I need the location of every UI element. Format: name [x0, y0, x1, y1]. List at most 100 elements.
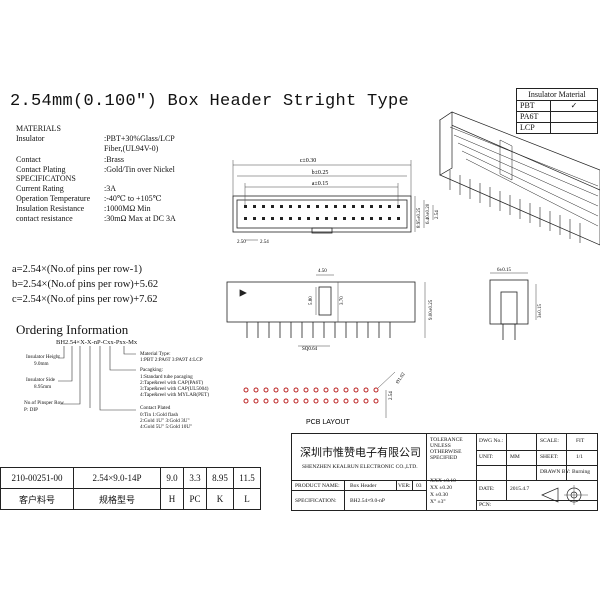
dim-580: 5.80	[309, 296, 314, 305]
ordering-note: Pacagking:	[140, 367, 164, 373]
drawn-label: DRAWN BY:	[540, 469, 571, 475]
tolerance-row: X° ±3°	[430, 499, 446, 505]
spec-value: :30mΩ Max at DC 3A	[104, 214, 176, 223]
material-row-lcp: LCP	[517, 123, 597, 133]
tolerance-values: XXX ±0.10 XX ±0.20 X ±0.30 X° ±3°	[430, 478, 456, 506]
drawing-title: 2.54mm(0.100″) Box Header Stright Type	[10, 92, 410, 111]
table-row: 客户料号 规格型号 H PC K L	[0, 488, 261, 510]
ordering-note: Insulator Side	[26, 377, 55, 383]
dim-615: 6±0.15	[497, 268, 511, 273]
company-name-cn: 深圳市惟赞电子有限公司	[300, 447, 421, 459]
ordering-note: 0:Tin 1:Gold flash	[140, 412, 179, 418]
dim-b: b±0.25	[312, 170, 329, 176]
ordering-note: 8.95mm	[34, 384, 52, 390]
unit-label: UNIT:	[479, 454, 494, 460]
dim-a: a±0.15	[312, 181, 328, 187]
ordering-note: 1:Standard tube pacaging	[140, 374, 193, 380]
front-view-body	[226, 281, 416, 323]
table-cell: 210-00251-00	[0, 467, 74, 489]
dwg-no-label: DWG No.:	[479, 438, 504, 444]
insulator-material-header: Insulator Material	[517, 89, 597, 101]
ordering-note: No.of Pinsper Row	[24, 400, 64, 406]
spec-value: :1000MΩ Min	[104, 204, 151, 213]
dim-640: 6.40±0.20	[426, 203, 431, 224]
spec-value: BH2.54×9.0-nP	[350, 498, 385, 504]
dim-254-vertical: 2.54	[435, 210, 440, 219]
product-label: PRODUCT NAME:	[295, 483, 340, 489]
ordering-note: 2:Gold 1U" 3:Gold 3U"	[140, 418, 190, 424]
dim-450: 4.50	[318, 269, 327, 274]
spec-value: :3A	[104, 184, 116, 193]
spec-value: :Brass	[104, 155, 124, 164]
pcb-layout-label: PCB LAYOUT	[306, 419, 351, 426]
ordering-note: Insulator Height	[26, 354, 60, 360]
table-header: 客户料号	[0, 488, 74, 510]
table-row: 210-00251-00 2.54×9.0-14P 9.0 3.3 8.95 1…	[0, 467, 261, 489]
company-name-en: SHENZHEN KEALRUN ELECTRONIC CO.,LTD.	[302, 464, 418, 470]
ordering-note: 1:PBT 2:PA6T 3:PA9T 4:LCP	[140, 357, 203, 363]
spec-value: :-40℃ to +105℃	[104, 194, 162, 203]
dim-370: 3.70	[340, 296, 345, 305]
table-header: L	[233, 488, 261, 510]
spec-label: Contact	[16, 155, 41, 164]
check-mark-icon: ✓	[570, 101, 578, 110]
ordering-note: 3:Tape&reel with CAP(UL5004)	[140, 386, 209, 392]
date-label: DATE:	[479, 486, 495, 492]
formula-b: b=2.54×(No.of pins per row)+5.62	[12, 279, 159, 290]
ordering-code: BH2.54×X-X-nP-Cxx-Pxx-Mx	[56, 339, 138, 346]
table-header: K	[206, 488, 234, 510]
table-header: H	[160, 488, 184, 510]
ordering-note: 4:Gold 5U" 5:Gold 10U"	[140, 424, 193, 430]
drawn-value: Burning	[572, 469, 591, 475]
tolerance-line: OTHERWISE	[430, 449, 462, 455]
spec-label: contact resistance	[16, 214, 73, 223]
top-view-pins	[244, 205, 400, 220]
ver-value: 03	[416, 483, 422, 489]
material-name: PBT	[517, 101, 551, 111]
ordering-note: 4:Tape&reel with MYLAR(PET)	[140, 392, 210, 398]
material-row-pbt: PBT ✓	[517, 101, 597, 112]
table-cell: 2.54×9.0-14P	[73, 467, 161, 489]
dim-pcb-pitch: 2.54	[389, 391, 394, 400]
spec-label: Current Rating	[16, 184, 64, 193]
spec-label: Contact Plating	[16, 165, 66, 174]
table-header: 规格型号	[73, 488, 161, 510]
table-cell: 9.0	[160, 467, 184, 489]
dim-pitch-side: 2.50	[237, 240, 246, 245]
material-row-pa6t: PA6T	[517, 112, 597, 123]
tolerance-line: UNLESS	[430, 443, 451, 449]
materials-heading: MATERIALS	[16, 124, 61, 133]
ordering-note: Material Type:	[140, 351, 171, 357]
tolerance-label: TOLERANCE UNLESS OTHERWISE SPECIFIED	[430, 437, 463, 461]
dim-900: 9.00±0.25	[429, 299, 434, 320]
sheet-value: 1/1	[576, 454, 584, 460]
material-name: PA6T	[517, 112, 551, 122]
specifications-heading: SPECIFICATONS	[16, 174, 76, 183]
tolerance-row: XXX ±0.10	[430, 478, 456, 484]
spec-value: Fiber,(UL94V-0)	[104, 144, 159, 153]
ordering-note: 9.0mm	[34, 361, 49, 367]
scale-label: SCALE:	[540, 438, 559, 444]
date-value: 2015.4.7	[510, 486, 530, 492]
dim-sq064: SQ0.64	[302, 347, 318, 352]
tolerance-row: XX ±0.20	[430, 485, 452, 491]
spec-value: :PBT+30%Glass/LCP	[104, 134, 175, 143]
dim-pitch: 2.54	[260, 240, 269, 245]
scale-value: FIT	[576, 438, 585, 444]
table-cell: 8.95	[206, 467, 234, 489]
dim-hole: Ø1.02	[396, 372, 407, 385]
dim-895: 8.95±0.25	[417, 207, 422, 228]
dim-c: c±0.30	[300, 158, 316, 164]
sheet-label: SHEET:	[540, 454, 559, 460]
spec-label: Operation Temperature	[16, 194, 91, 203]
unit-value: MM	[510, 454, 520, 460]
table-header: PC	[183, 488, 207, 510]
tolerance-line: TOLERANCE	[430, 437, 463, 443]
tolerance-row: X ±0.30	[430, 492, 448, 498]
tolerance-line: SPECIFIED	[430, 455, 458, 461]
